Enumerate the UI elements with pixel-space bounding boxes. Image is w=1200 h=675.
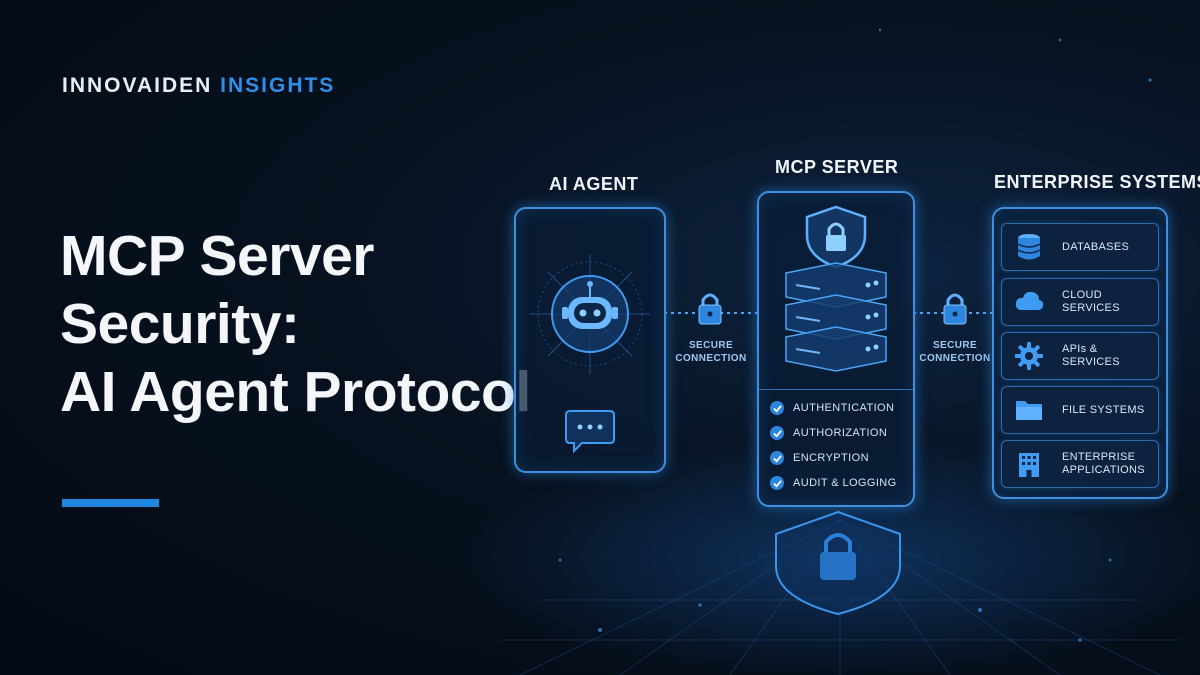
- check-icon: [770, 476, 784, 490]
- mcp-server-title: MCP SERVER: [775, 157, 899, 177]
- secure-connection-label-right: SECURE CONNECTION: [919, 340, 991, 364]
- ai-agent-panel: [514, 207, 666, 473]
- feature-audit-logging: AUDIT & LOGGING: [770, 476, 897, 490]
- title-line-2: Security:: [60, 292, 300, 356]
- accent-bar: [62, 499, 159, 507]
- chat-bubble-icon: [565, 410, 615, 454]
- enterprise-systems-title: ENTERPRISE SYSTEMS: [994, 172, 1200, 192]
- page-title: MCP Server Security: AI Agent Protocol: [60, 222, 531, 426]
- secure-connection-label-left: SECURE CONNECTION: [675, 340, 747, 364]
- system-item-file-systems: FILE SYSTEMS: [1001, 386, 1159, 434]
- lock-icon: [698, 293, 722, 325]
- bottom-shield-graphic: [775, 510, 901, 616]
- lock-icon: [943, 293, 967, 325]
- building-icon: [1019, 453, 1039, 477]
- system-item-databases: DATABASES: [1001, 223, 1159, 271]
- folder-icon: [1016, 401, 1042, 420]
- database-icon: [1017, 234, 1041, 260]
- check-icon: [770, 426, 784, 440]
- ai-agent-title: AI AGENT: [549, 174, 639, 194]
- feature-authorization: AUTHORIZATION: [770, 426, 887, 440]
- title-line-3: AI Agent Protocol: [60, 360, 531, 424]
- check-icon: [770, 401, 784, 415]
- gear-icon: [1015, 342, 1043, 370]
- robot-icon: [530, 254, 650, 374]
- cloud-icon: [1015, 291, 1044, 310]
- server-stack-icon: [785, 262, 887, 372]
- server-panel-divider: [759, 389, 913, 390]
- title-line-1: MCP Server: [60, 224, 374, 288]
- system-item-apis-services: APIs & SERVICES: [1001, 332, 1159, 380]
- feature-encryption: ENCRYPTION: [770, 451, 869, 465]
- feature-authentication: AUTHENTICATION: [770, 401, 894, 415]
- check-icon: [770, 451, 784, 465]
- shield-lock-icon: [805, 205, 867, 269]
- system-item-enterprise-applications: ENTERPRISE APPLICATIONS: [1001, 440, 1159, 488]
- brand-name: INNOVAIDEN INSIGHTS: [62, 74, 336, 97]
- system-item-cloud-services: CLOUD SERVICES: [1001, 278, 1159, 326]
